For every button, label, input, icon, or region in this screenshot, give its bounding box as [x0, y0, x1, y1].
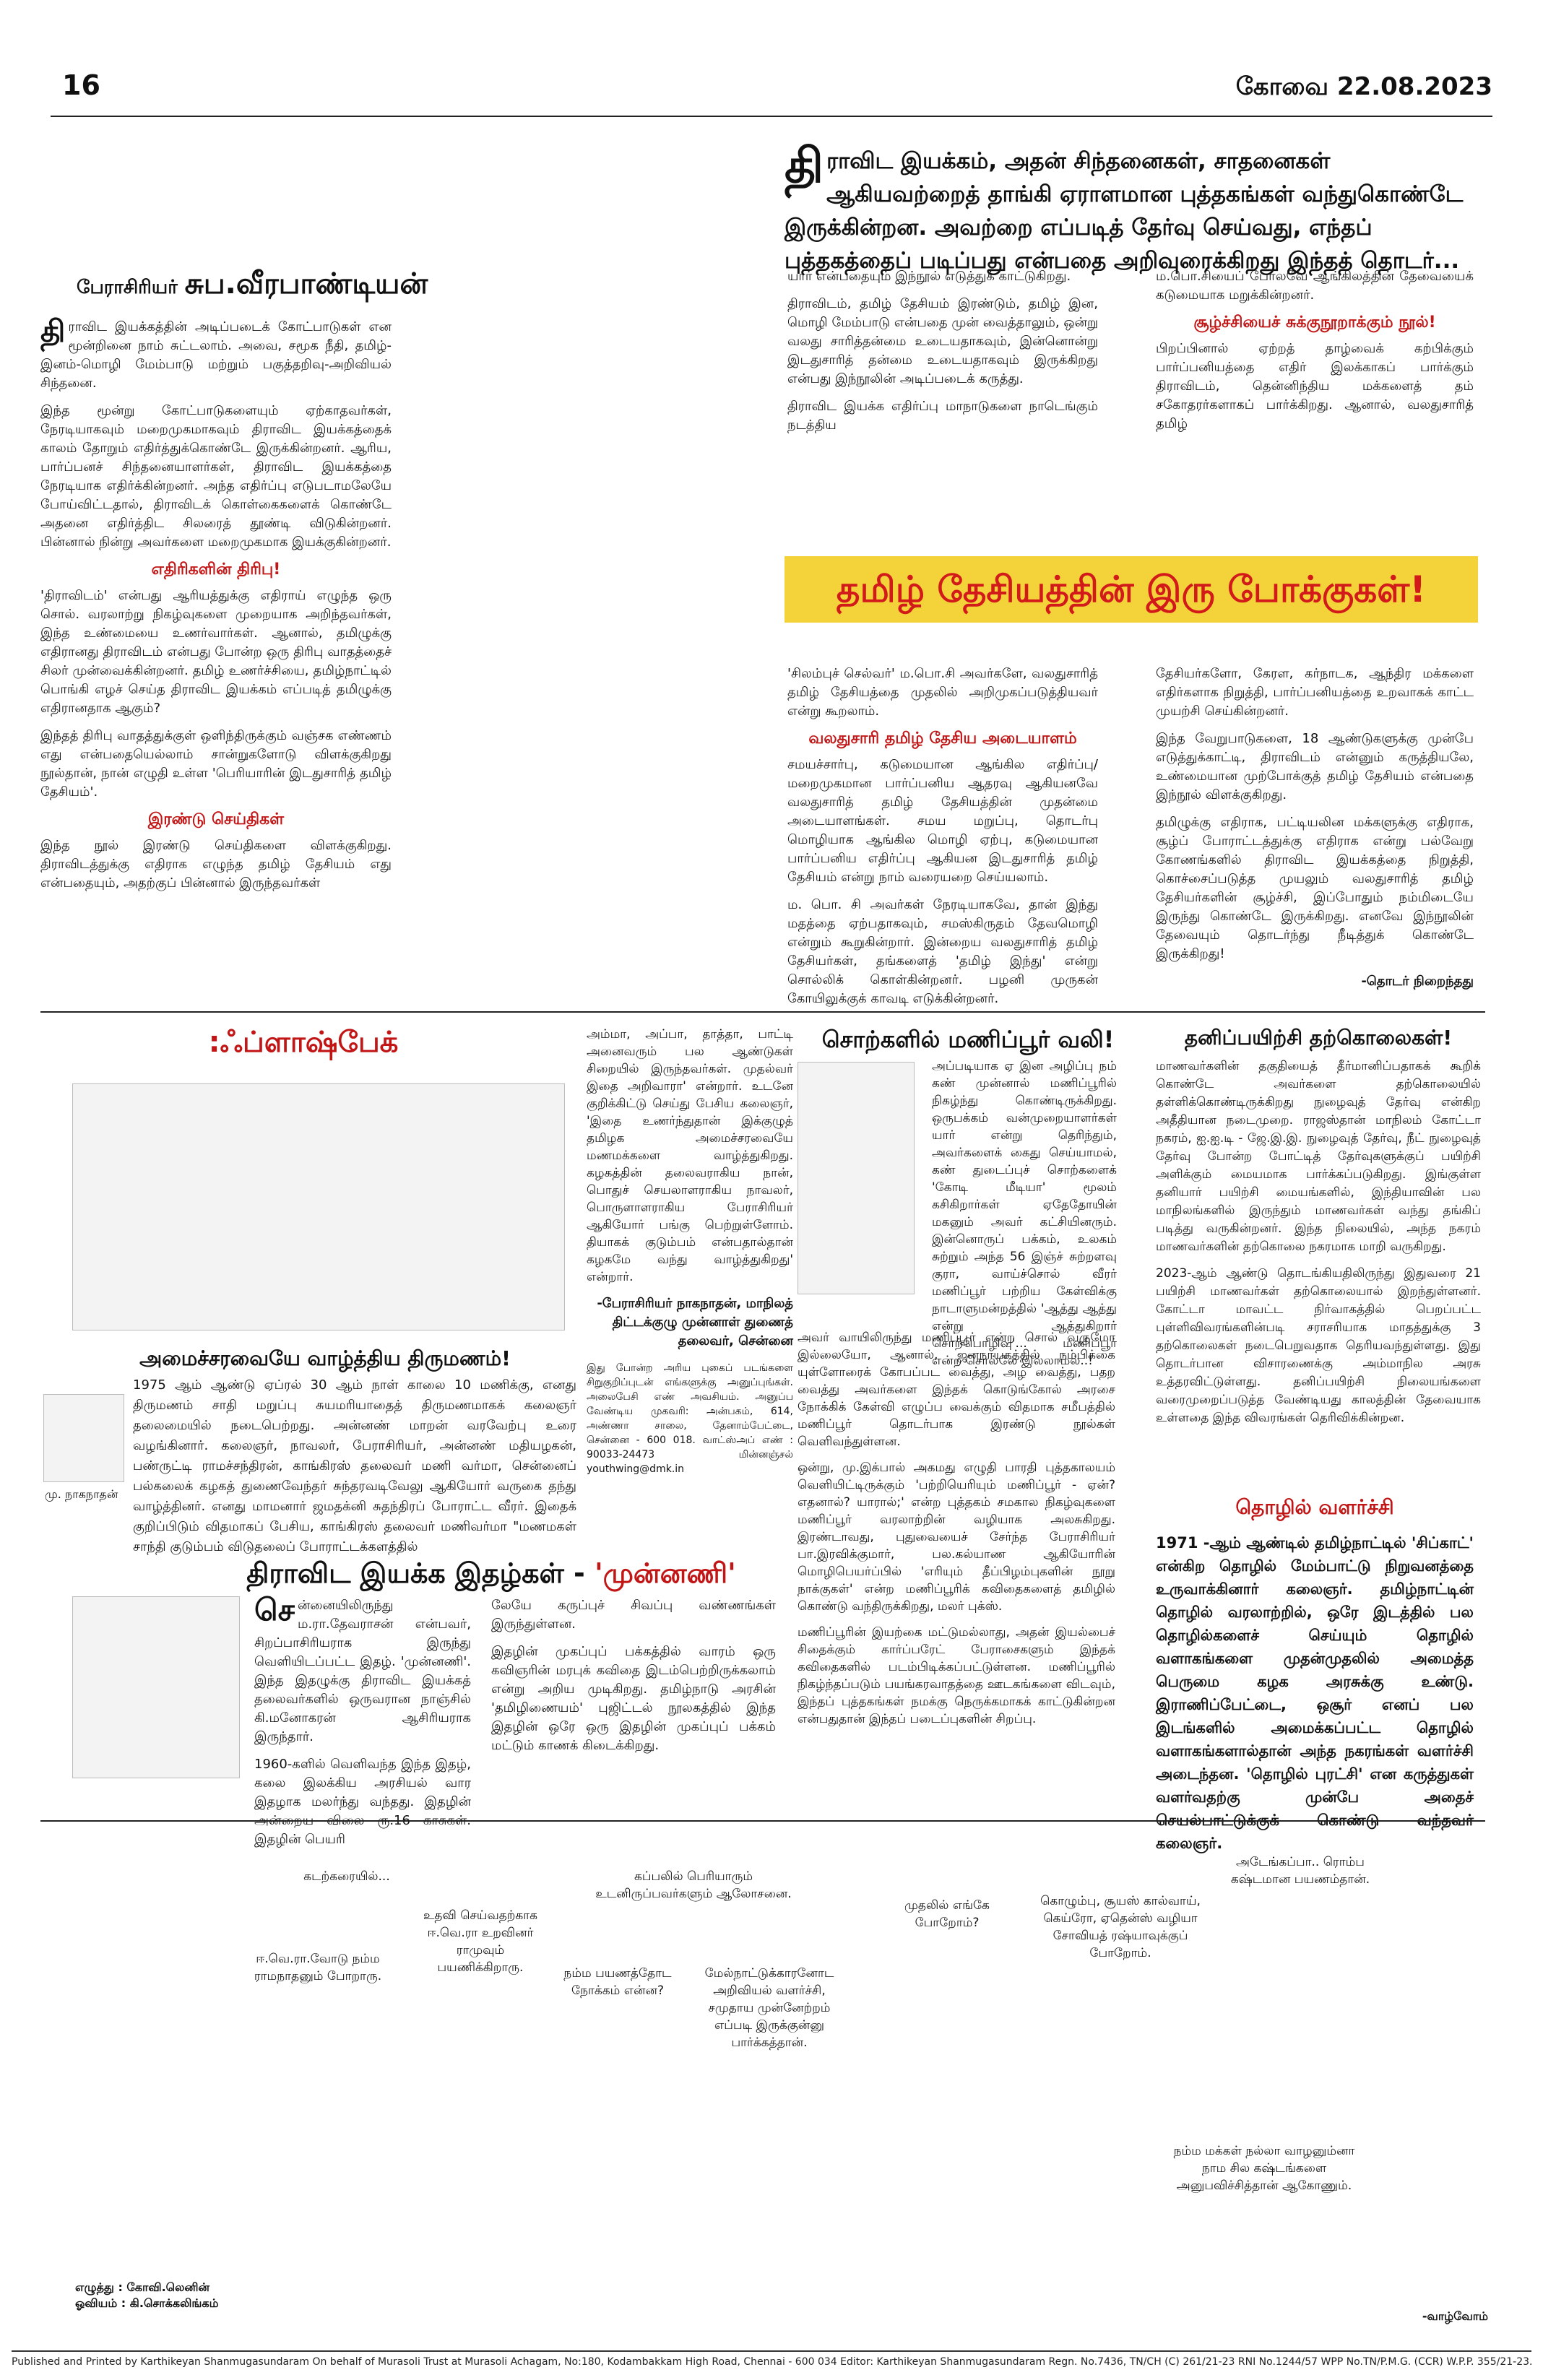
comic-divider — [40, 1820, 1485, 1822]
muranani-p1: ன்னையிலிருந்து ம.ரா.தேவராசன் என்பவர், சி… — [254, 1598, 471, 1744]
author-portrait-photo — [43, 1394, 124, 1482]
students-column: மாணவர்களின் தகுதியைத் தீர்மானிப்பதாகக் க… — [1156, 1057, 1481, 1436]
comic-bubble-3: உதவி செய்வதற்காக ஈ.வெ.ரா உறவினர் ராமுவும… — [423, 1908, 537, 1975]
flashback-note: இது போன்ற அரிய புகைப் படங்களை சிறுகுறிப்… — [587, 1362, 793, 1475]
flashback-title: :ஃப்ளாஷ்பேக் — [208, 1026, 399, 1059]
muranani-p4: இதழின் முகப்புப் பக்கத்தில் வாரம் ஒரு கவ… — [491, 1644, 776, 1753]
article-3-p2: சமயச்சார்பு, கடுமையான ஆங்கில எதிர்ப்பு/ம… — [787, 757, 1098, 885]
muranani-drop-cap: செ — [254, 1592, 295, 1627]
article-1-drop-cap: தி — [40, 313, 66, 349]
headline-banner: தமிழ் தேசியத்தின் இரு போக்குகள்! — [785, 556, 1478, 623]
article-1-p1: ராவிட இயக்கத்தின் அடிப்படைக் கோட்பாடுகள்… — [40, 319, 392, 391]
article-1-subhead-1: எதிரிகளின் திரிபு! — [151, 561, 281, 579]
comic-credits: எழுத்து : கோவி.லெனின் ஓவியம் : கி.சொக்கல… — [75, 2280, 364, 2311]
flashback-signature: -பேராசிரியர் நாகநாதன், மாநிலத் திட்டக்கு… — [597, 1296, 793, 1349]
flashback-subhead: அமைச்சரவையே வாழ்த்திய திருமணம்! — [139, 1346, 511, 1370]
article-3-continued: -தொடர் நிறைந்தது — [1361, 974, 1474, 989]
article-3-column-b: தேசியர்களோ, கேரள, கர்நாடக, ஆந்திர மக்களை… — [1156, 665, 1474, 991]
article-2-p3: திராவிட இயக்க எதிர்ப்பு மாநாடுகளை நாடெங்… — [787, 399, 1098, 433]
manipur-column-b: அவர் வாயிலிருந்து மணிப்பூர் என்ற சொல் வர… — [798, 1329, 1115, 1736]
muranani-column-a: சென்னையிலிருந்து ம.ரா.தேவராசன் என்பவர், … — [254, 1592, 471, 1858]
article-2-p4: ம.பொ.சியைப் போலவே ஆங்கிலத்தின் தேவையைக் … — [1156, 269, 1474, 303]
comic-artist: ஓவியம் : கி.சொக்கலிங்கம் — [75, 2296, 219, 2310]
flashback-body: 1975 ஆம் ஆண்டு ஏப்ரல் 30 ஆம் நாள் காலை 1… — [133, 1377, 576, 1554]
comic-bubble-2: ஈ.வெ.ரா.வோடு நம்ம ராமநாதனும் போறாரு. — [254, 1952, 382, 1983]
article-1-p2: இந்த மூன்று கோட்பாடுகளையும் ஏற்காதவர்கள்… — [40, 403, 392, 550]
article-2-p2: திராவிடம், தமிழ் தேசியம் இரண்டும், தமிழ்… — [787, 296, 1098, 386]
comic-bubble-10: நம்ம மக்கள் நல்லா வாழனும்னா நாம சில கஷ்ட… — [1173, 2144, 1355, 2193]
comic-bubble-4: கப்பலில் பெரியாரும் உடனிருப்பவர்களும் ஆல… — [595, 1869, 792, 1901]
manipur-p4: மணிப்பூரின் இயற்கை மட்டுமல்லாது, அதன் இய… — [798, 1625, 1115, 1726]
section-divider — [40, 1011, 1485, 1013]
muranani-title-b: 'முன்னணி' — [595, 1557, 736, 1589]
students-p2: 2023-ஆம் ஆண்டு தொடங்கியதிலிருந்து இதுவரை… — [1156, 1266, 1481, 1425]
dateline: கோவை 22.08.2023 — [1235, 72, 1492, 101]
article-2-column-b: ம.பொ.சியைப் போலவே ஆங்கிலத்தின் தேவையைக் … — [1156, 267, 1474, 442]
manipur-title: சொற்களில் மணிப்பூர் வலி! — [821, 1026, 1115, 1053]
students-p1: மாணவர்களின் தகுதியைத் தீர்மானிப்பதாகக் க… — [1156, 1059, 1481, 1254]
magazine-cover-photo — [72, 1596, 240, 1778]
comic-writer: எழுத்து : கோவி.லெனின் — [75, 2280, 210, 2294]
flashback-quote-text: அம்மா, அப்பா, தாத்தா, பாட்டி அனைவரும் பல… — [587, 1027, 793, 1284]
article-1-p3: 'திராவிடம்' என்பது ஆரியத்துக்கு எதிராய் … — [40, 588, 392, 716]
muranani-title: திராவிட இயக்க இதழ்கள் - 'முன்னணி' — [130, 1557, 852, 1593]
page-number: 16 — [62, 69, 100, 101]
series-intro: திராவிட இயக்கம், அதன் சிந்தனைகள், சாதனைக… — [785, 138, 1478, 277]
flashback-photo — [72, 1083, 565, 1330]
author-byline: பேராசிரியர் சுப.வீரபாண்டியன் — [77, 267, 428, 304]
header-rule — [51, 116, 1492, 117]
intro-drop-cap: தி — [785, 138, 824, 194]
comic-bubble-6: மேல்நாட்டுக்காரனோட அறிவியல் வளர்ச்சி, சம… — [704, 1966, 834, 2050]
comic-bubble-1: கடற்கரையில்... — [303, 1869, 390, 1884]
article-3-column-a: 'சிலம்புச் செல்வர்' ம.பொ.சி அவர்களே, வலத… — [787, 665, 1098, 1017]
article-3-p3: ம. பொ. சி அவர்கள் நேரடியாகவே, தான் இந்து… — [787, 897, 1098, 1006]
muranani-title-a: திராவிட இயக்க இதழ்கள் - — [246, 1557, 595, 1589]
byline-name: சுப.வீரபாண்டியன் — [184, 267, 428, 300]
article-3-p1: 'சிலம்புச் செல்வர்' ம.பொ.சி அவர்களே, வலத… — [787, 666, 1098, 719]
article-2-column-a: யார் என்பதையும் இந்நூல் எடுத்துக் காட்டு… — [787, 267, 1098, 443]
intro-text: ராவிட இயக்கம், அதன் சிந்தனைகள், சாதனைகள்… — [785, 148, 1464, 274]
article-3-subhead: வலதுசாரி தமிழ் தேசிய அடையாளம் — [808, 730, 1077, 748]
byline-prefix: பேராசிரியர் — [77, 277, 178, 298]
article-2-subhead: சூழ்ச்சியைச் சுக்குநூறாக்கும் நூல்! — [1193, 313, 1436, 332]
manipur-column-a: அப்படியாக ஏ இன அழிப்பு நம் கண் முன்னால் … — [932, 1057, 1117, 1378]
manipur-p3: ஒன்று, மு.இக்பால் அகமது எழுதி பாரதி புத்… — [798, 1461, 1115, 1614]
article-2-p1: யார் என்பதையும் இந்நூல் எடுத்துக் காட்டு… — [787, 269, 1071, 284]
manipur-p2: அவர் வாயிலிருந்து மணிப்பூர் என்ற சொல் வர… — [798, 1330, 1115, 1449]
print-line: Published and Printed by Karthikeyan Sha… — [12, 2350, 1531, 2368]
comic-bubble-5: நம்ம பயணத்தோட நோக்கம் என்ன? — [563, 1966, 672, 1998]
book-cover-photo — [798, 1062, 915, 1294]
portrait-caption: மு. நாகநாதன் — [45, 1487, 118, 1501]
article-3-p5: இந்த வேறுபாடுகளை, 18 ஆண்டுகளுக்கு முன்பே… — [1156, 731, 1474, 802]
article-1-p4: இந்தத் திரிபு வாதத்துக்குள் ஒளிந்திருக்க… — [40, 728, 392, 800]
comic-bubble-7: முதலில் எங்கே போறோம்? — [904, 1898, 990, 1930]
article-2-p5: பிறப்பினால் ஏற்றத் தாழ்வைக் கற்பிக்கும் … — [1156, 341, 1474, 431]
article-1-column: திராவிட இயக்கத்தின் அடிப்படைக் கோட்பாடுக… — [40, 313, 392, 901]
article-3-p4: தேசியர்களோ, கேரள, கர்நாடக, ஆந்திர மக்களை… — [1156, 666, 1474, 719]
muranani-p3: லேயே கருப்புச் சிவப்பு வண்ணங்கள் இருந்து… — [491, 1598, 776, 1632]
article-1-subhead-2: இரண்டு செய்திகள் — [147, 810, 285, 828]
muranani-p2: 1960-களில் வெளிவந்த இந்த இதழ், கலை இலக்க… — [254, 1757, 471, 1847]
comic-continued: -வாழ்வோம் — [1422, 2309, 1488, 2323]
comic-bubble-8: கொழும்பு, சூயஸ் கால்வாய், கெய்ரோ, ஏதென்ஸ… — [1040, 1894, 1201, 1960]
comic-bubble-9: அடேங்கப்பா.. ரொம்ப கஷ்டமான பயணம்தான். — [1230, 1855, 1370, 1887]
students-title: தனிப்பயிற்சி தற்கொலைகள்! — [1184, 1026, 1453, 1050]
industry-title: தொழில் வளர்ச்சி — [1235, 1495, 1394, 1519]
flashback-quote: அம்மா, அப்பா, தாத்தா, பாட்டி அனைவரும் பல… — [587, 1026, 793, 1485]
industry-text: 1971 -ஆம் ஆண்டில் தமிழ்நாட்டில் 'சிப்காட… — [1156, 1534, 1474, 1852]
article-1-p5: இந்த நூல் இரண்டு செய்திகளை விளக்குகிறது.… — [40, 838, 392, 891]
muranani-column-b: லேயே கருப்புச் சிவப்பு வண்ணங்கள் இருந்து… — [491, 1596, 776, 1764]
article-3-p6: தமிழுக்கு எதிராக, பட்டியலின மக்களுக்கு எ… — [1156, 815, 1474, 961]
manipur-p1: அப்படியாக ஏ இன அழிப்பு நம் கண் முன்னால் … — [932, 1059, 1117, 1368]
